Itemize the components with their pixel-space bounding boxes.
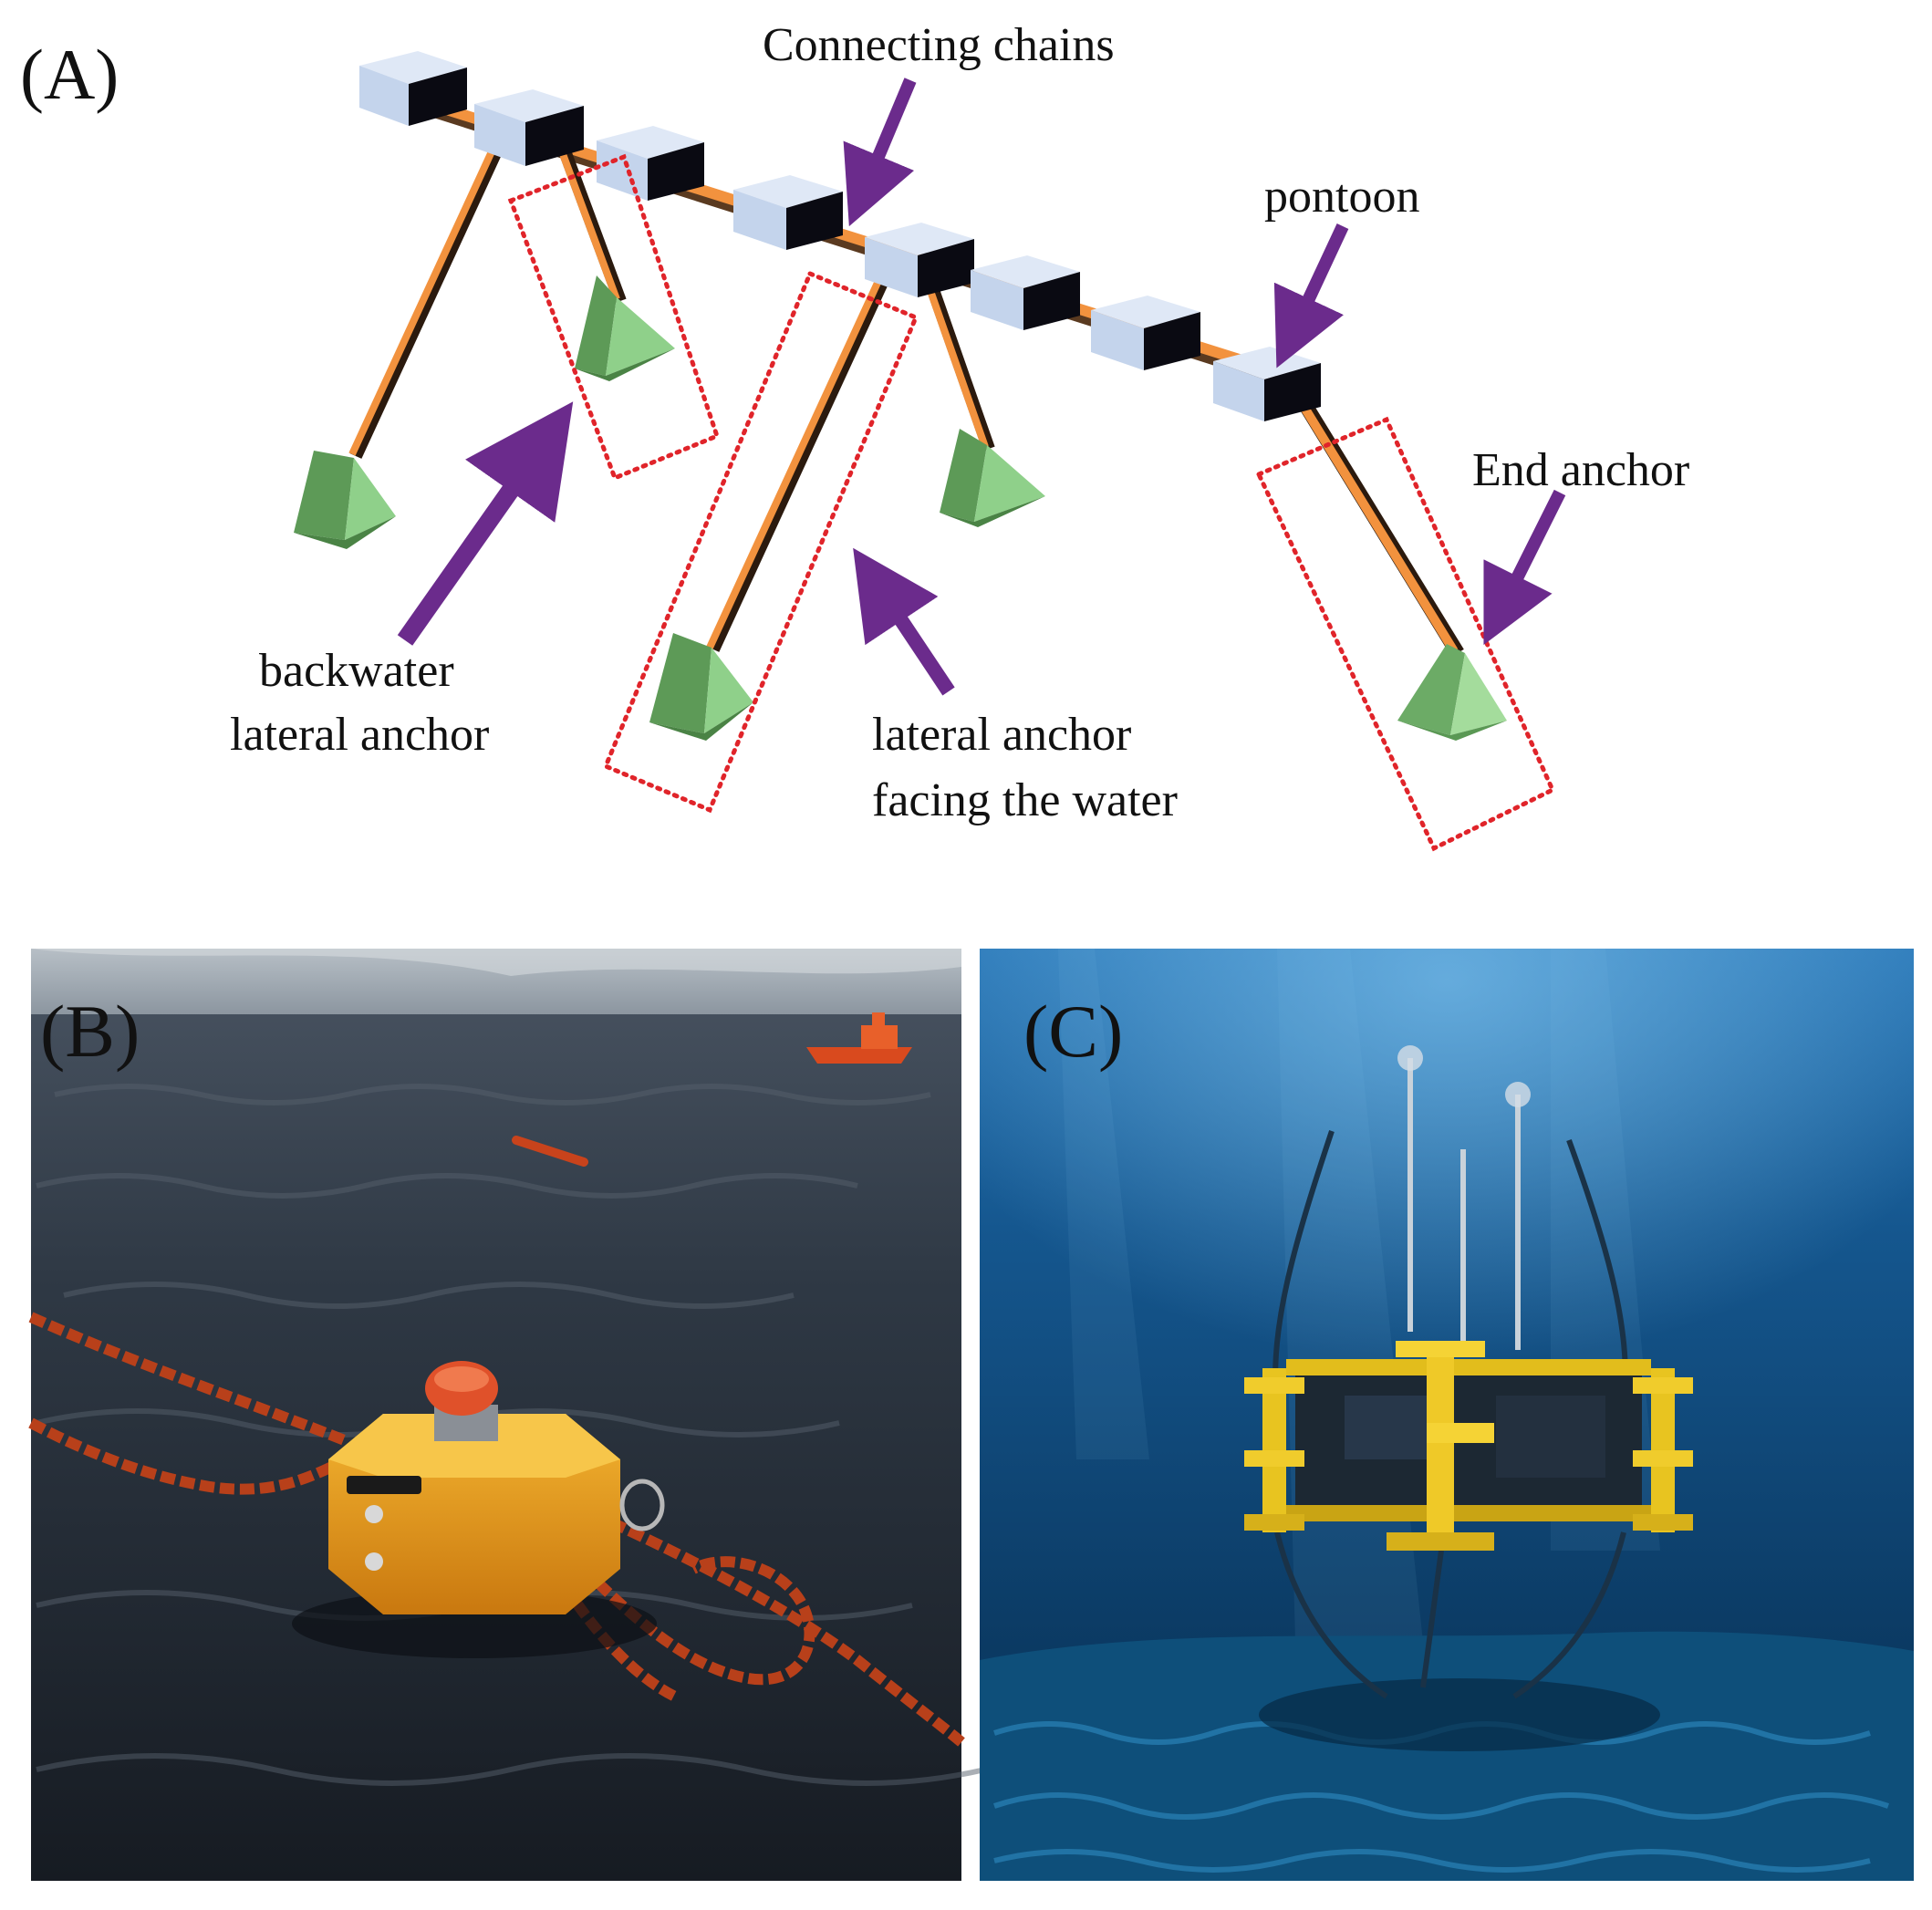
- anchor-backwater-left: [294, 451, 396, 549]
- highlight-boxes: [507, 153, 1556, 852]
- anchor-facing-water: [649, 633, 753, 741]
- buoy: [292, 1361, 665, 1658]
- masts: [1407, 1058, 1521, 1350]
- arrows: [397, 78, 1566, 696]
- arrow-connecting-chains: [843, 78, 917, 227]
- pontoon-3: [597, 126, 704, 201]
- highlight-box-facing: [602, 270, 919, 814]
- anchors: [294, 275, 1507, 741]
- label-pontoon: pontoon: [1264, 171, 1419, 223]
- highlight-box-backwater: [507, 153, 721, 482]
- panel-b-label: (B): [40, 990, 140, 1073]
- label-backwater-line1: backwater: [259, 645, 454, 697]
- underwater-frame: [1244, 1341, 1693, 1551]
- anchor-middle-backwater: [940, 429, 1045, 527]
- pontoon-1: [359, 51, 467, 126]
- label-end-anchor: End anchor: [1472, 444, 1689, 496]
- distant-boat: [806, 1012, 912, 1064]
- anchor-backwater-highlighted: [575, 275, 675, 381]
- pontoon-4: [733, 175, 843, 250]
- panel-c-label: (C): [1023, 990, 1123, 1073]
- label-backwater-line2: lateral anchor: [230, 709, 489, 761]
- pontoon-2: [474, 89, 584, 166]
- label-connecting-chains: Connecting chains: [763, 19, 1115, 71]
- anchor-lines: [348, 124, 1464, 658]
- pontoon-5: [865, 223, 974, 297]
- panel-a-label: (A): [20, 35, 119, 114]
- anchor-end: [1397, 644, 1507, 741]
- arrow-backwater: [397, 401, 574, 646]
- arrow-facing-water: [853, 547, 955, 696]
- panel-a: (A): [0, 0, 1932, 932]
- pontoon-6: [971, 255, 1080, 330]
- labels: Connecting chains pontoon End anchor bac…: [230, 19, 1689, 826]
- pontoon-7: [1091, 296, 1200, 370]
- label-facing-line1: lateral anchor: [872, 709, 1131, 761]
- arrow-pontoon: [1273, 223, 1349, 369]
- panel-b-photo: (B): [28, 949, 986, 1881]
- label-facing-line2: facing the water: [872, 774, 1178, 826]
- highlight-box-end: [1255, 416, 1556, 852]
- arrow-end-anchor: [1483, 489, 1566, 646]
- panel-c-photo: (C): [980, 949, 1914, 1881]
